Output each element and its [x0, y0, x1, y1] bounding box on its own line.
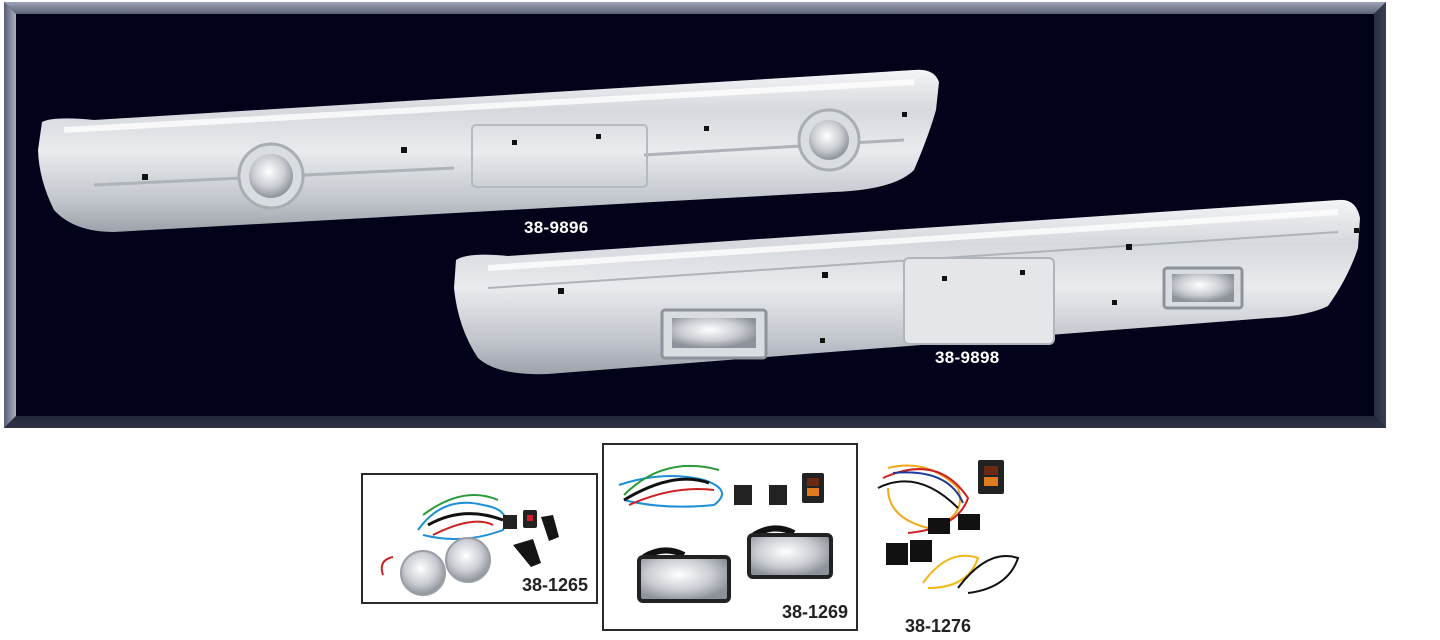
- round-fog-light-kit-image: [380, 494, 559, 596]
- wiring-harness-kit-image[interactable]: [868, 448, 1028, 610]
- fog-light-rect-left-icon: [660, 308, 768, 360]
- frame-bevel-right: [1374, 2, 1386, 428]
- relay-icon: [886, 543, 908, 565]
- rectangular-fog-light-kit-image: [618, 464, 833, 603]
- bracket-icon: [513, 539, 541, 567]
- fog-lamp-icon: [747, 533, 833, 579]
- relay-icon: [910, 540, 932, 562]
- bumper-38-9898-image[interactable]: [448, 188, 1368, 378]
- kit-box-38-1269[interactable]: 38-1269: [602, 443, 858, 631]
- fog-light-right-icon: [797, 108, 861, 172]
- part-number-38-1269: 38-1269: [781, 602, 848, 622]
- connector-icon: [958, 514, 980, 530]
- fog-light-left-icon: [237, 142, 305, 210]
- product-photo-frame: 38-9896 38-9898: [4, 2, 1386, 428]
- relay-icon: [769, 485, 787, 505]
- relay-icon: [734, 485, 752, 505]
- frame-bevel-left: [4, 2, 16, 428]
- fog-lamp-icon: [445, 537, 491, 583]
- part-number-38-1276: 38-1276: [905, 616, 972, 636]
- bumper-38-9896-image[interactable]: [34, 60, 944, 240]
- frame-bevel-bottom: [4, 416, 1386, 428]
- connector-icon: [928, 518, 950, 534]
- bracket-icon: [541, 515, 559, 541]
- part-number-38-9898: 38-9898: [935, 348, 1000, 367]
- part-number-38-1265: 38-1265: [521, 575, 588, 595]
- frame-bevel-top: [4, 2, 1386, 14]
- fog-lamp-icon: [400, 550, 446, 596]
- fog-light-rect-right-icon: [1162, 266, 1244, 310]
- kit-box-38-1265[interactable]: 38-1265: [361, 473, 598, 604]
- relay-icon: [503, 515, 517, 529]
- part-number-38-9896: 38-9896: [524, 218, 589, 237]
- fog-lamp-icon: [637, 555, 731, 603]
